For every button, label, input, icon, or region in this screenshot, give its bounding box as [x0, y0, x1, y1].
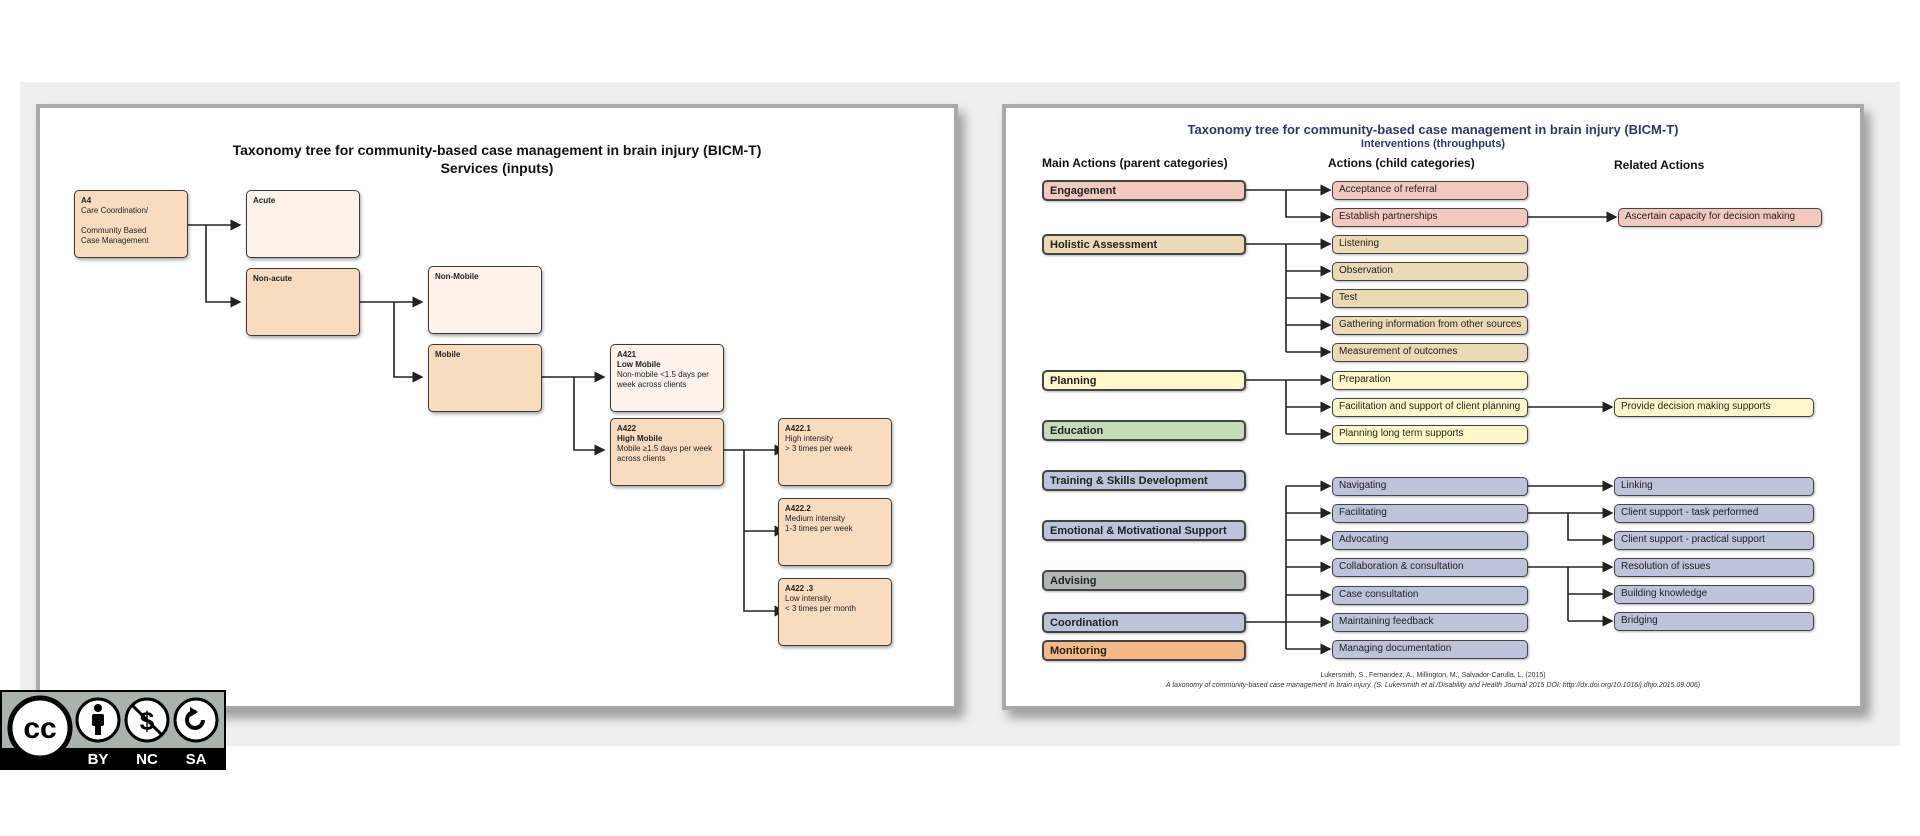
header-child-actions: Actions (child categories) [1328, 156, 1475, 170]
interventions-connectors [1246, 184, 1618, 655]
svg-text:cc: cc [23, 712, 56, 745]
header-related-actions: Related Actions [1614, 158, 1705, 172]
child-navigating: Navigating [1332, 477, 1528, 496]
node-non-mobile: Non-Mobile [428, 266, 542, 334]
services-subtitle: Services (inputs) [440, 160, 554, 176]
parent-holistic-assessment: Holistic Assessment [1042, 234, 1246, 255]
parent-engagement: Engagement [1042, 180, 1246, 201]
child-maintaining-feedback: Maintaining feedback [1332, 613, 1528, 632]
child-test: Test [1332, 289, 1528, 308]
parent-emotional-support: Emotional & Motivational Support [1042, 520, 1246, 541]
parent-training-skills: Training & Skills Development [1042, 470, 1246, 491]
node-acute: Acute [246, 190, 360, 258]
child-listening: Listening [1332, 235, 1528, 254]
child-planning-long-term: Planning long term supports [1332, 425, 1528, 444]
related-ascertain-capacity: Ascertain capacity for decision making [1618, 208, 1822, 227]
citation-reference: A taxonomy of community-based case manag… [1165, 682, 1701, 689]
related-building-knowledge: Building knowledge [1614, 585, 1814, 604]
child-collaboration: Collaboration & consultation [1332, 558, 1528, 577]
interventions-title: Taxonomy tree for community-based case m… [1187, 122, 1679, 137]
related-task-performed: Client support - task performed [1614, 504, 1814, 523]
node-non-acute: Non-acute [246, 268, 360, 336]
child-managing-documentation: Managing documentation [1332, 640, 1528, 659]
child-measurement-of-outcomes: Measurement of outcomes [1332, 343, 1528, 362]
cc-license-badge: cc $ BY NC SA [0, 690, 226, 770]
child-observation: Observation [1332, 262, 1528, 281]
related-provide-decision-supports: Provide decision making supports [1614, 398, 1814, 417]
related-resolution-of-issues: Resolution of issues [1614, 558, 1814, 577]
parent-education: Education [1042, 420, 1246, 441]
child-facilitation-client-planning: Facilitation and support of client plann… [1332, 398, 1528, 417]
interventions-subtitle: Interventions (throughputs) [1360, 138, 1506, 150]
parent-monitoring: Monitoring [1042, 640, 1246, 661]
services-slide: Taxonomy tree for community-based case m… [36, 104, 958, 710]
svg-text:SA: SA [186, 751, 207, 768]
svg-text:BY: BY [88, 751, 109, 768]
services-title: Taxonomy tree for community-based case m… [232, 142, 762, 158]
svg-text:NC: NC [136, 751, 158, 768]
node-mobile: Mobile [428, 344, 542, 412]
cc-license-graphic: cc $ BY NC SA [2, 692, 224, 768]
child-gathering-information: Gathering information from other sources [1332, 316, 1528, 335]
related-linking: Linking [1614, 477, 1814, 496]
header-main-actions: Main Actions (parent categories) [1042, 156, 1228, 170]
parent-planning: Planning [1042, 370, 1246, 391]
related-practical-support: Client support - practical support [1614, 531, 1814, 550]
child-preparation: Preparation [1332, 371, 1528, 390]
child-acceptance-of-referral: Acceptance of referral [1332, 181, 1528, 200]
related-bridging: Bridging [1614, 612, 1814, 631]
parent-coordination: Coordination [1042, 612, 1246, 633]
child-establish-partnerships: Establish partnerships [1332, 208, 1528, 227]
child-facilitating: Facilitating [1332, 504, 1528, 523]
child-advocating: Advocating [1332, 531, 1528, 550]
nc-dollar-icon: $ [124, 697, 170, 743]
parent-advising: Advising [1042, 570, 1246, 591]
child-case-consultation: Case consultation [1332, 586, 1528, 605]
citation-authors: Lukersmith, S., Fernandez, A., Millingto… [1320, 672, 1546, 679]
services-connectors [182, 219, 786, 617]
sa-share-icon [173, 697, 219, 743]
interventions-slide: Taxonomy tree for community-based case m… [1002, 104, 1864, 710]
by-icon [75, 697, 121, 743]
